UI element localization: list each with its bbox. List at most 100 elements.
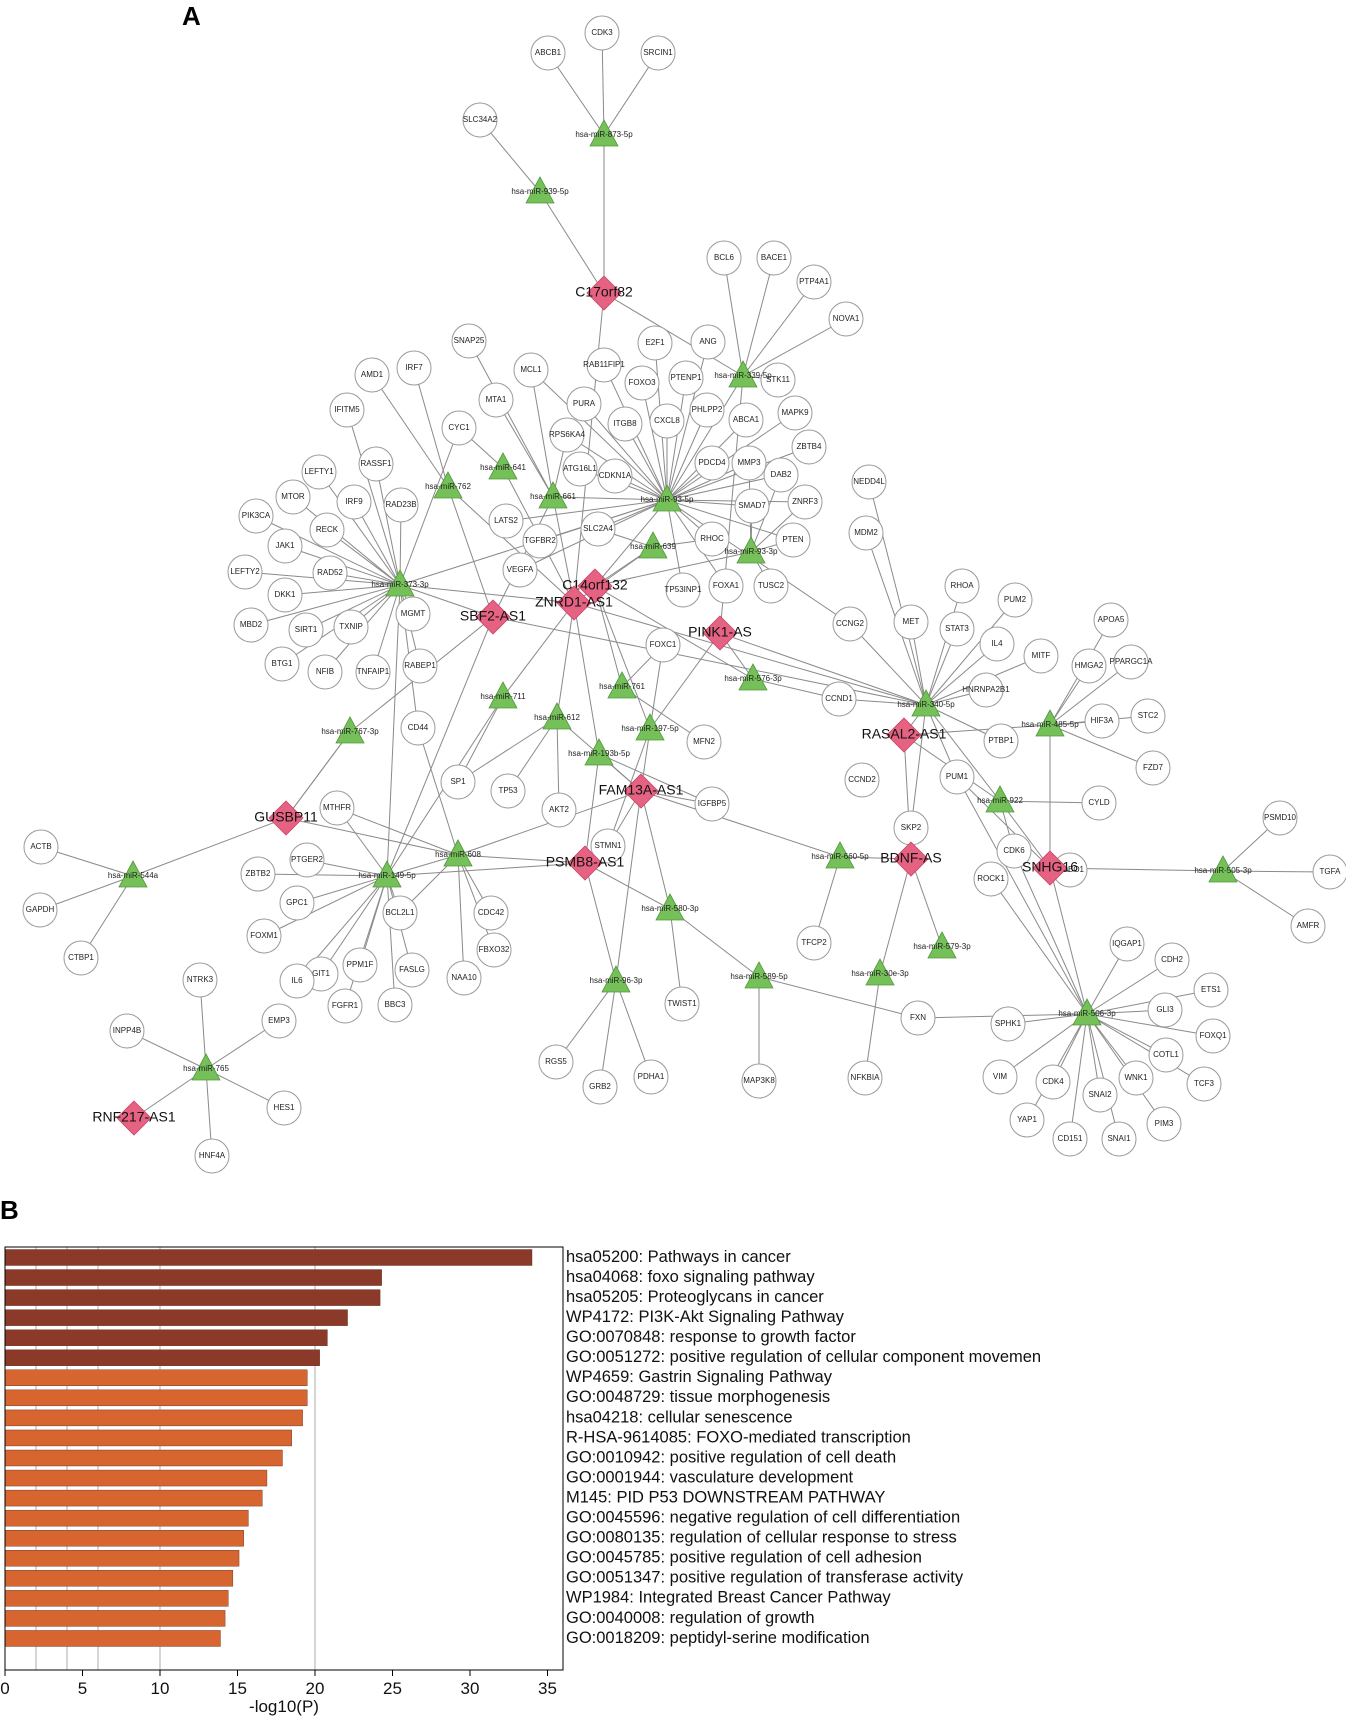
edge-hsa-mir-373-3p-hsa-mir-149-5p [386,584,401,877]
gene-label: MTOR [281,492,305,501]
gene-label: HMGA2 [1075,661,1104,670]
gene-node-snai2: SNAI2 [1082,1077,1118,1113]
gene-circle [690,324,726,360]
gene-circle [354,357,390,393]
gene-circle [694,445,730,481]
bar [4,1369,308,1387]
lncrna-diamond [116,1100,152,1136]
edge-hsa-mir-373-3p-rassf1 [375,463,401,586]
tick-label: 20 [306,1679,325,1698]
gene-label: ROCK1 [977,874,1005,883]
edge-hsa-mir-96-3p-grb2 [599,980,617,1088]
gene-node-cyld: CYLD [1081,785,1117,821]
gene-node-irf7: IRF7 [396,350,432,386]
mirna-triangle [542,702,572,730]
edge-hsa-mir-485-5p-rasal2-as1 [903,724,1051,736]
gene-node-pum1: PUM1 [939,759,975,795]
gene-node-ang: ANG [690,324,726,360]
gene-circle [796,925,832,961]
mirna-node-hsa-mir-580-3p: hsa-miR-580-3p [641,893,699,921]
gene-node-fzd7: FZD7 [1135,750,1171,786]
gene-node-tgfbr2: TGFBR2 [522,523,558,559]
gene-label: EMP3 [268,1016,290,1025]
edge-hsa-mir-149-5p-zbtb2 [257,873,388,877]
mirna-label: hsa-miR-589-5p [730,972,788,981]
gene-circle [478,382,514,418]
bar-label: GO:0070848: response to growth factor [566,1328,856,1346]
lncrna-diamond [475,599,511,635]
gene-circle [238,498,274,534]
enrichment-bar-chart: B hsa05200: Pathways in cancerhsa04068: … [0,1195,1041,1716]
edge-hsa-mir-373-3p-pik3ca [255,515,401,586]
edge-hsa-mir-506-3p-tcf3 [1086,1013,1205,1085]
gene-node-rgs5: RGS5 [538,1044,574,1080]
gene-label: AMD1 [361,370,384,379]
mirna-node-hsa-mir-485-5p: hsa-miR-485-5p [1021,709,1079,737]
gene-label: GLI3 [1156,1005,1174,1014]
gene-circle [851,464,887,500]
gene-node-il4: IL4 [979,626,1015,662]
gene-circle [893,604,929,640]
bar [4,1329,328,1346]
mirna-label: hsa-miR-580-3p [641,904,699,913]
gene-circle [1118,1060,1154,1096]
gene-circle [22,892,58,928]
edge-hsa-mir-506-3p-ets1 [1086,989,1212,1015]
tick-label: 30 [461,1679,480,1698]
gene-circle [562,451,598,487]
gene-node-stc2: STC2 [1130,698,1166,734]
gene-node-naa10: NAA10 [446,960,482,996]
gene-circle [607,406,643,442]
gene-circle [23,829,59,865]
lncrna-diamond [893,841,929,877]
gene-node-znrf3: ZNRF3 [787,484,823,520]
gene-label: BBC3 [385,1000,406,1009]
gene-label: GIT1 [312,969,330,978]
gene-circle [1023,638,1059,674]
gene-node-sphk1: SPHK1 [990,1006,1026,1042]
lncrna-node-fam13a-as1: FAM13A-AS1 [599,773,684,809]
gene-label: TFCP2 [801,938,827,947]
mirna-label: hsa-miR-579-3p [913,942,971,951]
gene-node-mta1: MTA1 [478,382,514,418]
gene-label: FOXM1 [250,931,278,940]
gene-label: DKK1 [275,590,296,599]
gene-circle [336,484,372,520]
bar [4,1389,308,1407]
gene-label: IRF7 [405,363,423,372]
panel-a-letter: A [182,1,201,31]
lncrna-label: BDNF-AS [880,850,941,866]
gene-label: MCL1 [520,365,542,374]
gene-node-foxo3: FOXO3 [624,365,660,401]
mirna-triangle [118,860,148,888]
mirna-node-hsa-mir-340-5p: hsa-miR-340-5p [897,689,955,717]
lncrna-node-rasal2-as1: RASAL2-AS1 [862,717,947,753]
gene-node-pum2: PUM2 [997,582,1033,618]
gene-node-ptbp1: PTBP1 [983,723,1019,759]
gene-circle [377,987,413,1023]
gene-circle [382,895,418,931]
gene-label: BACE1 [761,253,788,262]
gene-node-ptp4a1: PTP4A1 [796,264,832,300]
gene-circle [983,723,1019,759]
bar-label: hsa05205: Proteoglycans in cancer [566,1288,824,1306]
mirna-triangle [927,931,957,959]
edge-hsa-mir-762-amd1 [371,374,449,488]
gene-circle [1146,1106,1182,1142]
gene-circle [541,792,577,828]
gene-node-rad23b: RAD23B [383,487,419,523]
bar [4,1409,303,1427]
gene-circle [756,240,792,276]
mirna-triangle [744,961,774,989]
gene-label: MBD2 [240,620,263,629]
mirna-triangle [738,663,768,691]
gene-label: BTG1 [272,659,293,668]
gene-label: SPHK1 [995,1019,1022,1028]
gene-node-nfib: NFIB [307,654,343,690]
mirna-label: hsa-miR-661 [530,492,576,501]
mirna-triangle [433,471,463,499]
gene-circle [1193,972,1229,1008]
gene-label: YAP1 [1017,1115,1037,1124]
gene-circle [624,365,660,401]
